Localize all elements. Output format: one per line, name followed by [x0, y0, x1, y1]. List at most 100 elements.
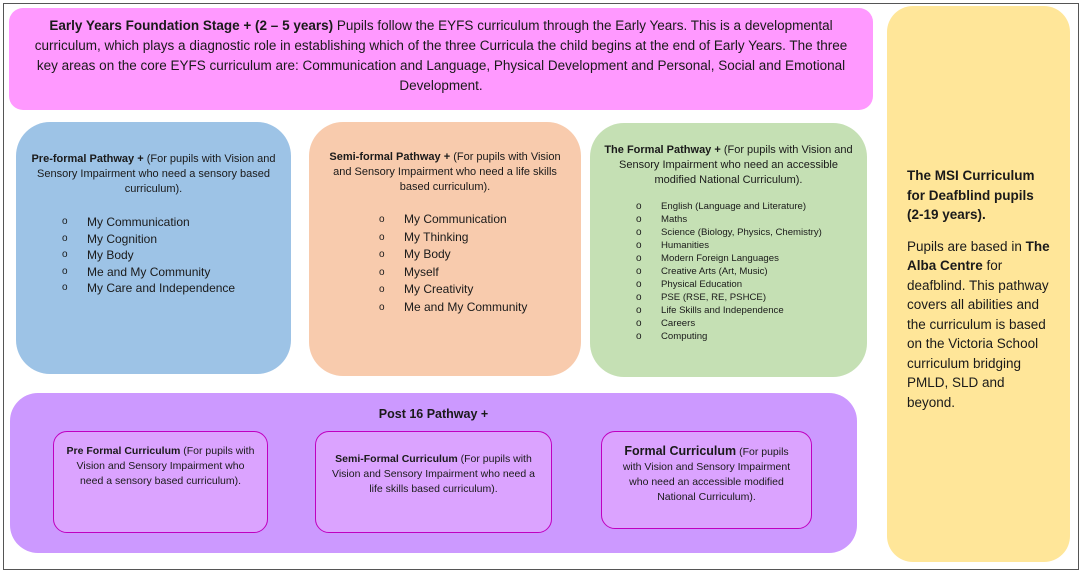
msi-text-part2: for deafblind. This pathway covers all a…: [907, 258, 1049, 410]
bullet-icon: o: [62, 232, 68, 244]
bullet-icon: o: [379, 249, 385, 260]
post16-pre-formal-title: Pre Formal Curriculum: [66, 445, 181, 457]
list-item: o PSE (RSE, RE, PSHCE): [636, 291, 867, 304]
bullet-icon: o: [636, 201, 642, 212]
list-item: o Life Skills and Independence: [636, 304, 867, 317]
list-item: o My Body: [379, 246, 581, 264]
bullet-icon: o: [636, 214, 642, 225]
list-item: o Modern Foreign Languages: [636, 252, 867, 265]
list-item-label: Careers: [661, 318, 696, 329]
list-item-label: My Care and Independence: [87, 281, 236, 295]
list-item: o Maths: [636, 213, 867, 226]
bullet-icon: o: [379, 214, 385, 225]
list-item: o Humanities: [636, 239, 867, 252]
list-item-label: Me and My Community: [404, 299, 528, 314]
semiformal-heading: Semi-formal Pathway + (For pupils with V…: [309, 150, 581, 195]
post16-semi-formal-desc: (For pupils with Vision and Sensory Impa…: [332, 453, 535, 495]
list-item: o Me and My Community: [62, 264, 291, 281]
msi-centre-name: The Alba Centre: [907, 238, 1050, 274]
bullet-icon: o: [379, 284, 385, 295]
formal-desc: (For pupils with Vision and Sensory Impa…: [619, 144, 853, 186]
post16-formal-desc: (For pupils with Vision and Sensory Impa…: [622, 446, 791, 503]
bullet-icon: o: [379, 266, 385, 278]
post16-formal-title: Formal Curriculum: [624, 444, 737, 458]
list-item-label: My Communication: [404, 212, 507, 226]
list-item: o My Cognition: [62, 231, 291, 248]
post16-pathway-box: Post 16 Pathway + Pre Formal Curriculum …: [10, 393, 857, 553]
list-item-label: My Cognition: [87, 231, 158, 246]
bullet-icon: o: [379, 231, 385, 243]
list-item: o My Communication: [62, 214, 291, 231]
formal-pathway-box: The Formal Pathway + (For pupils with Vi…: [590, 123, 867, 377]
list-item-label: My Body: [87, 248, 134, 262]
preformal-list: o My Communication o My Cognition o My Body…: [16, 214, 291, 297]
bullet-icon: o: [636, 279, 642, 290]
list-item: o My Body: [62, 247, 291, 264]
list-item-label: Life Skills and Independence: [661, 305, 784, 316]
bullet-icon: o: [636, 253, 642, 264]
list-item: o Creative Arts (Art, Music): [636, 265, 867, 278]
list-item: o Computing: [636, 330, 867, 343]
post16-title: Post 16 Pathway +: [378, 407, 489, 421]
preformal-heading: Pre-formal Pathway + (For pupils with Vi…: [16, 152, 291, 197]
bullet-icon: o: [636, 227, 642, 238]
list-item-label: Modern Foreign Languages: [661, 253, 779, 264]
list-item: o My Communication: [379, 211, 581, 229]
bullet-icon: o: [636, 305, 642, 316]
bullet-icon: o: [636, 318, 642, 329]
list-item: o My Care and Independence: [62, 280, 291, 297]
post16-semi-formal-title: Semi-Formal Curriculum: [335, 453, 458, 465]
list-item-label: Science (Biology, Physics, Chemistry): [661, 227, 822, 238]
bullet-icon: o: [636, 292, 642, 303]
bullet-icon: o: [62, 265, 68, 277]
semiformal-pathway-box: Semi-formal Pathway + (For pupils with V…: [309, 122, 581, 376]
preformal-title: Pre-formal Pathway +: [31, 153, 144, 165]
bullet-icon: o: [379, 301, 385, 313]
bullet-icon: o: [62, 249, 68, 260]
list-item-label: Myself: [404, 264, 439, 279]
list-item: o Myself: [379, 264, 581, 282]
msi-curriculum-box: The MSI Curriculum for Deafblind pupils …: [887, 6, 1070, 562]
list-item-label: My Thinking: [404, 229, 469, 244]
semiformal-desc: (For pupils with Vision and Sensory Impa…: [333, 151, 561, 193]
post16-pre-formal-desc: (For pupils with Vision and Sensory Impa…: [76, 445, 255, 487]
list-item-label: Me and My Community: [87, 264, 211, 279]
post16-pre-formal-box: Pre Formal Curriculum (For pupils with V…: [53, 431, 268, 533]
msi-text: Pupils are based in The Alba Centre for …: [907, 237, 1052, 413]
formal-heading: The Formal Pathway + (For pupils with Vi…: [590, 143, 867, 188]
list-item-label: Physical Education: [661, 279, 743, 290]
list-item: o English (Language and Literature): [636, 200, 867, 213]
eyfs-text: Pupils follow the EYFS curriculum throug…: [34, 18, 848, 93]
list-item-label: Maths: [661, 214, 688, 225]
list-item-label: Humanities: [661, 240, 709, 251]
list-item: o My Thinking: [379, 229, 581, 247]
eyfs-title: Early Years Foundation Stage + (2 – 5 ye…: [49, 18, 334, 33]
list-item-label: My Communication: [87, 215, 190, 229]
msi-text-part1: Pupils are based in: [907, 238, 1026, 254]
preformal-desc: (For pupils with Vision and Sensory Impa…: [37, 153, 276, 195]
list-item: o Me and My Community: [379, 299, 581, 317]
list-item-label: English (Language and Literature): [661, 201, 807, 212]
bullet-icon: o: [636, 331, 642, 342]
msi-title: The MSI Curriculum for Deafblind pupils …: [907, 168, 1035, 222]
formal-title: The Formal Pathway +: [604, 144, 721, 156]
list-item-label: My Body: [404, 247, 451, 261]
list-item-label: My Creativity: [404, 282, 474, 296]
list-item-label: Computing: [661, 331, 708, 342]
post16-formal-box: Formal Curriculum (For pupils with Visio…: [601, 431, 812, 529]
list-item-label: PSE (RSE, RE, PSHCE): [661, 292, 767, 303]
semiformal-title: Semi-formal Pathway +: [329, 151, 451, 163]
list-item: o My Creativity: [379, 281, 581, 299]
bullet-icon: o: [636, 240, 642, 251]
list-item: o Physical Education: [636, 278, 867, 291]
bullet-icon: o: [62, 282, 68, 293]
bullet-icon: o: [636, 266, 642, 277]
eyfs-box: Early Years Foundation Stage + (2 – 5 ye…: [9, 8, 873, 110]
post16-semi-formal-box: Semi-Formal Curriculum (For pupils with …: [315, 431, 552, 533]
bullet-icon: o: [62, 216, 68, 227]
list-item: o Science (Biology, Physics, Chemistry): [636, 226, 867, 239]
list-item: o Careers: [636, 317, 867, 330]
list-item-label: Creative Arts (Art, Music): [661, 266, 768, 277]
